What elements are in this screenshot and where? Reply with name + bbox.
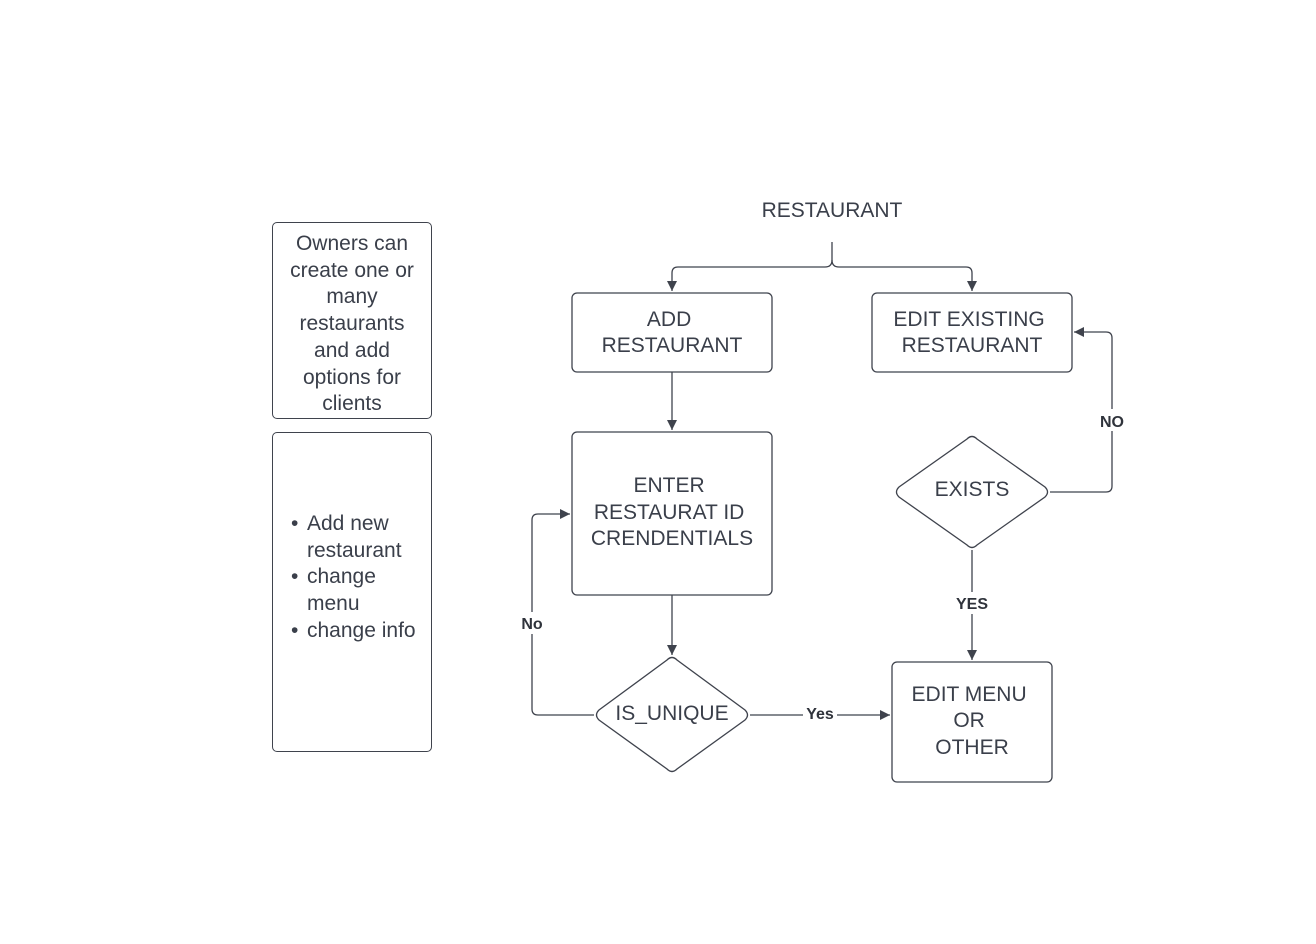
node-is-unique <box>595 656 749 773</box>
node-edit-menu-label: EDIT MENU OR OTHER <box>912 683 1033 759</box>
edge-label-bg-no-unique <box>516 612 548 634</box>
edge-title-split-right <box>831 259 977 291</box>
node-edit-existing-restaurant <box>871 292 1073 373</box>
diagram-title: RESTAURANT <box>762 199 903 222</box>
edge-label-no-unique: No <box>521 616 543 633</box>
edge-label-bg-yes-unique <box>803 704 837 724</box>
edge-label-yes-unique: Yes <box>806 706 834 723</box>
edge-label-bg-yes-exists <box>952 592 992 614</box>
edge-label-bg-no-exists <box>1096 409 1128 431</box>
edge-label-no-exists: NO <box>1100 414 1124 431</box>
edge-title-split <box>667 242 833 291</box>
node-add-restaurant-label: ADD RESTAURANT <box>602 308 743 357</box>
node-add-restaurant <box>571 292 773 373</box>
owners-note: Owners can create one or many restaurant… <box>272 222 432 419</box>
node-edit-menu-or-other <box>891 661 1053 783</box>
actions-list: Add new restaurant change menu change in… <box>291 511 423 645</box>
node-edit-existing-label: EDIT EXISTING RESTAURANT <box>893 308 1050 357</box>
action-item-add-restaurant: Add new restaurant <box>291 511 423 564</box>
node-exists <box>895 435 1049 549</box>
node-exists-label: EXISTS <box>935 478 1010 501</box>
node-enter-credentials-label: ENTER RESTAURAT ID CRENDENTIALS <box>591 474 753 550</box>
node-is-unique-label: IS_UNIQUE <box>615 702 728 725</box>
actions-note: Add new restaurant change menu change in… <box>272 432 432 752</box>
owners-note-text: Owners can create one or many restaurant… <box>290 232 414 416</box>
edge-label-yes-exists: YES <box>956 596 988 613</box>
action-item-change-info: change info <box>291 618 423 645</box>
action-item-change-menu: change menu <box>291 564 423 617</box>
